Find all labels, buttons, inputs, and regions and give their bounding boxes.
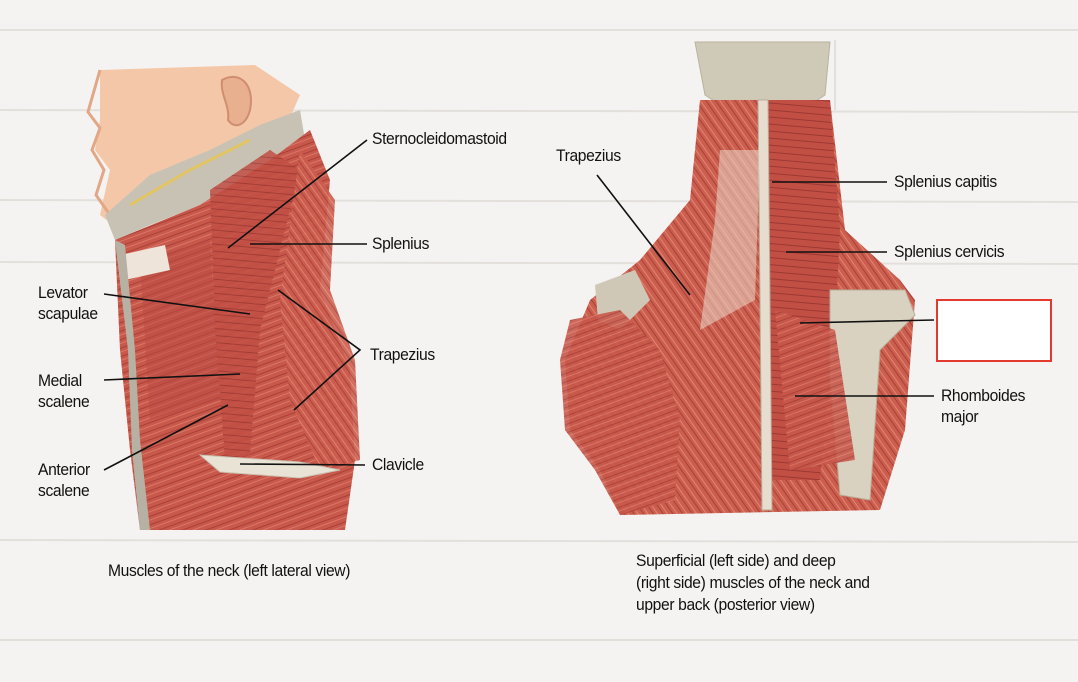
label-splenius-capitis: Splenius capitis	[894, 172, 997, 191]
label-trapezius-left: Trapezius	[370, 345, 435, 364]
face-profile	[86, 69, 112, 216]
rhomboides-muscle	[775, 310, 855, 470]
trapezius-muscle-left	[280, 150, 360, 470]
leader-medial-scalene	[103, 373, 241, 381]
label-rhomboides-major: Rhomboides major	[941, 386, 1026, 426]
spinal-midline	[757, 99, 773, 511]
caption-right: Superficial (left side) and deep (right …	[636, 551, 870, 614]
sternocleidomastoid-muscle	[210, 150, 300, 460]
label-clavicle: Clavicle	[372, 455, 424, 474]
leader-trapezius-left	[277, 289, 362, 411]
neck-lateral-figure	[86, 65, 360, 530]
leader-clavicle	[239, 463, 366, 466]
caption-left: Muscles of the neck (left lateral view)	[108, 561, 351, 580]
label-splenius: Splenius	[372, 234, 430, 253]
blank-answer-box[interactable]	[936, 299, 1052, 362]
label-trapezius-right: Trapezius	[556, 146, 621, 165]
leader-sternocleidomastoid	[227, 139, 368, 249]
leader-trapezius-right	[596, 174, 691, 296]
label-levator-scapulae: Levator scapulae	[38, 283, 98, 323]
back-posterior-figure	[560, 41, 916, 515]
label-anterior-scalene: Anterior scalene	[38, 460, 90, 500]
leader-blank	[799, 319, 935, 324]
label-splenius-cervicis: Splenius cervicis	[894, 242, 1005, 261]
left-arm	[560, 310, 680, 515]
clavicle-bone	[198, 454, 341, 479]
leader-levator-scapulae	[103, 293, 251, 315]
jaw-fascia	[105, 110, 305, 240]
label-sternocleidomastoid: Sternocleidomastoid	[372, 129, 507, 148]
leader-lines	[103, 139, 935, 471]
label-medial-scalene: Medial scalene	[38, 371, 90, 411]
leader-anterior-scalene	[103, 404, 229, 471]
ear	[220, 75, 252, 127]
